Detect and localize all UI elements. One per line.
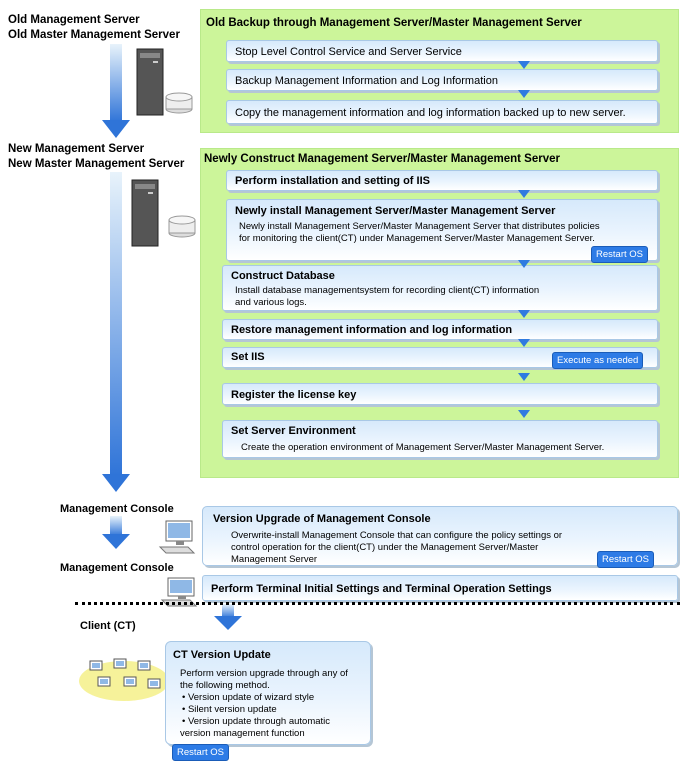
step-label: Register the license key (231, 389, 357, 401)
step-label: Restore management information and log i… (231, 324, 513, 336)
console-label-bottom: Management Console (60, 562, 174, 574)
step-desc: Newly install Management Server/Master M… (239, 221, 600, 232)
step-backup-info: Backup Management Information and Log In… (226, 69, 658, 91)
step-label: Perform installation and setting of IIS (235, 175, 430, 187)
step-restore-info: Restore management information and log i… (222, 319, 658, 340)
step-terminal-settings: Perform Terminal Initial Settings and Te… (202, 575, 678, 601)
step-arrow (518, 310, 530, 318)
bullet-item-cont: version management function (180, 728, 305, 739)
old-server-label-2: Old Master Management Server (8, 29, 180, 41)
step-label: Copy the management information and log … (235, 107, 626, 119)
step-label: Set IIS (231, 351, 265, 363)
step-server-environment: Set Server Environment Create the operat… (222, 420, 658, 458)
step-copy-info: Copy the management information and log … (226, 100, 658, 124)
step-arrow (518, 260, 530, 268)
client-arrow (214, 604, 242, 630)
execute-as-needed-badge: Execute as needed (552, 352, 644, 369)
step-register-license: Register the license key (222, 383, 658, 405)
step-arrow (518, 90, 530, 98)
backup-panel-title: Old Backup through Management Server/Mas… (206, 17, 582, 29)
construct-panel-title: Newly Construct Management Server/Master… (204, 153, 560, 165)
migration-arrow-2 (102, 172, 130, 492)
step-desc: and various logs. (235, 297, 307, 308)
old-server-label-1: Old Management Server (8, 14, 140, 26)
step-title: Version Upgrade of Management Console (213, 513, 431, 525)
new-server-label-1: New Management Server (8, 143, 145, 155)
step-desc: for monitoring the client(CT) under Mana… (239, 233, 595, 244)
step-desc: Perform version upgrade through any of (180, 668, 348, 679)
step-label: Stop Level Control Service and Server Se… (235, 46, 462, 58)
step-set-iis: Set IIS (222, 347, 658, 368)
step-title: Newly install Management Server/Master M… (235, 205, 556, 217)
client-label: Client (CT) (80, 620, 136, 632)
bullet-item: • Version update through automatic (182, 716, 331, 727)
migration-arrow-1 (102, 44, 130, 138)
client-network-icon (79, 658, 169, 701)
step-desc: Management Server (231, 554, 318, 565)
client-separator (75, 602, 680, 605)
step-label: Backup Management Information and Log In… (235, 75, 498, 87)
step-stop-services: Stop Level Control Service and Server Se… (226, 40, 658, 62)
step-arrow (518, 373, 530, 381)
step-arrow (518, 339, 530, 347)
step-title: Construct Database (231, 270, 335, 282)
step-arrow (518, 410, 530, 418)
restart-os-badge: Restart OS (597, 551, 654, 568)
step-desc: the following method. (180, 680, 270, 691)
step-title: Set Server Environment (231, 425, 356, 437)
step-arrow (518, 190, 530, 198)
restart-os-badge: Restart OS (591, 246, 648, 263)
step-label: Perform Terminal Initial Settings and Te… (211, 583, 552, 595)
step-construct-db: Construct Database Install database mana… (222, 265, 658, 311)
pc-console-icon (158, 520, 196, 554)
step-title: CT Version Update (173, 649, 271, 661)
new-server-label-2: New Master Management Server (8, 158, 185, 170)
ct-version-update-box: CT Version Update Perform version upgrad… (165, 641, 371, 745)
server-tower-icon (131, 179, 196, 247)
bullet-item: • Silent version update (182, 704, 277, 715)
step-desc: Install database managementsystem for re… (235, 285, 540, 296)
step-desc: Create the operation environment of Mana… (241, 442, 605, 453)
step-arrow (518, 61, 530, 69)
console-arrow (102, 516, 130, 549)
step-install-iis: Perform installation and setting of IIS (226, 170, 658, 191)
bullet-item: • Version update of wizard style (182, 692, 315, 703)
step-desc: Overwrite-install Management Console tha… (231, 530, 563, 541)
step-install-server: Newly install Management Server/Master M… (226, 199, 658, 261)
step-desc: control operation for the client(CT) und… (231, 542, 539, 553)
console-label-top: Management Console (60, 503, 174, 515)
server-tower-icon (136, 48, 193, 116)
restart-os-badge: Restart OS (172, 744, 229, 761)
